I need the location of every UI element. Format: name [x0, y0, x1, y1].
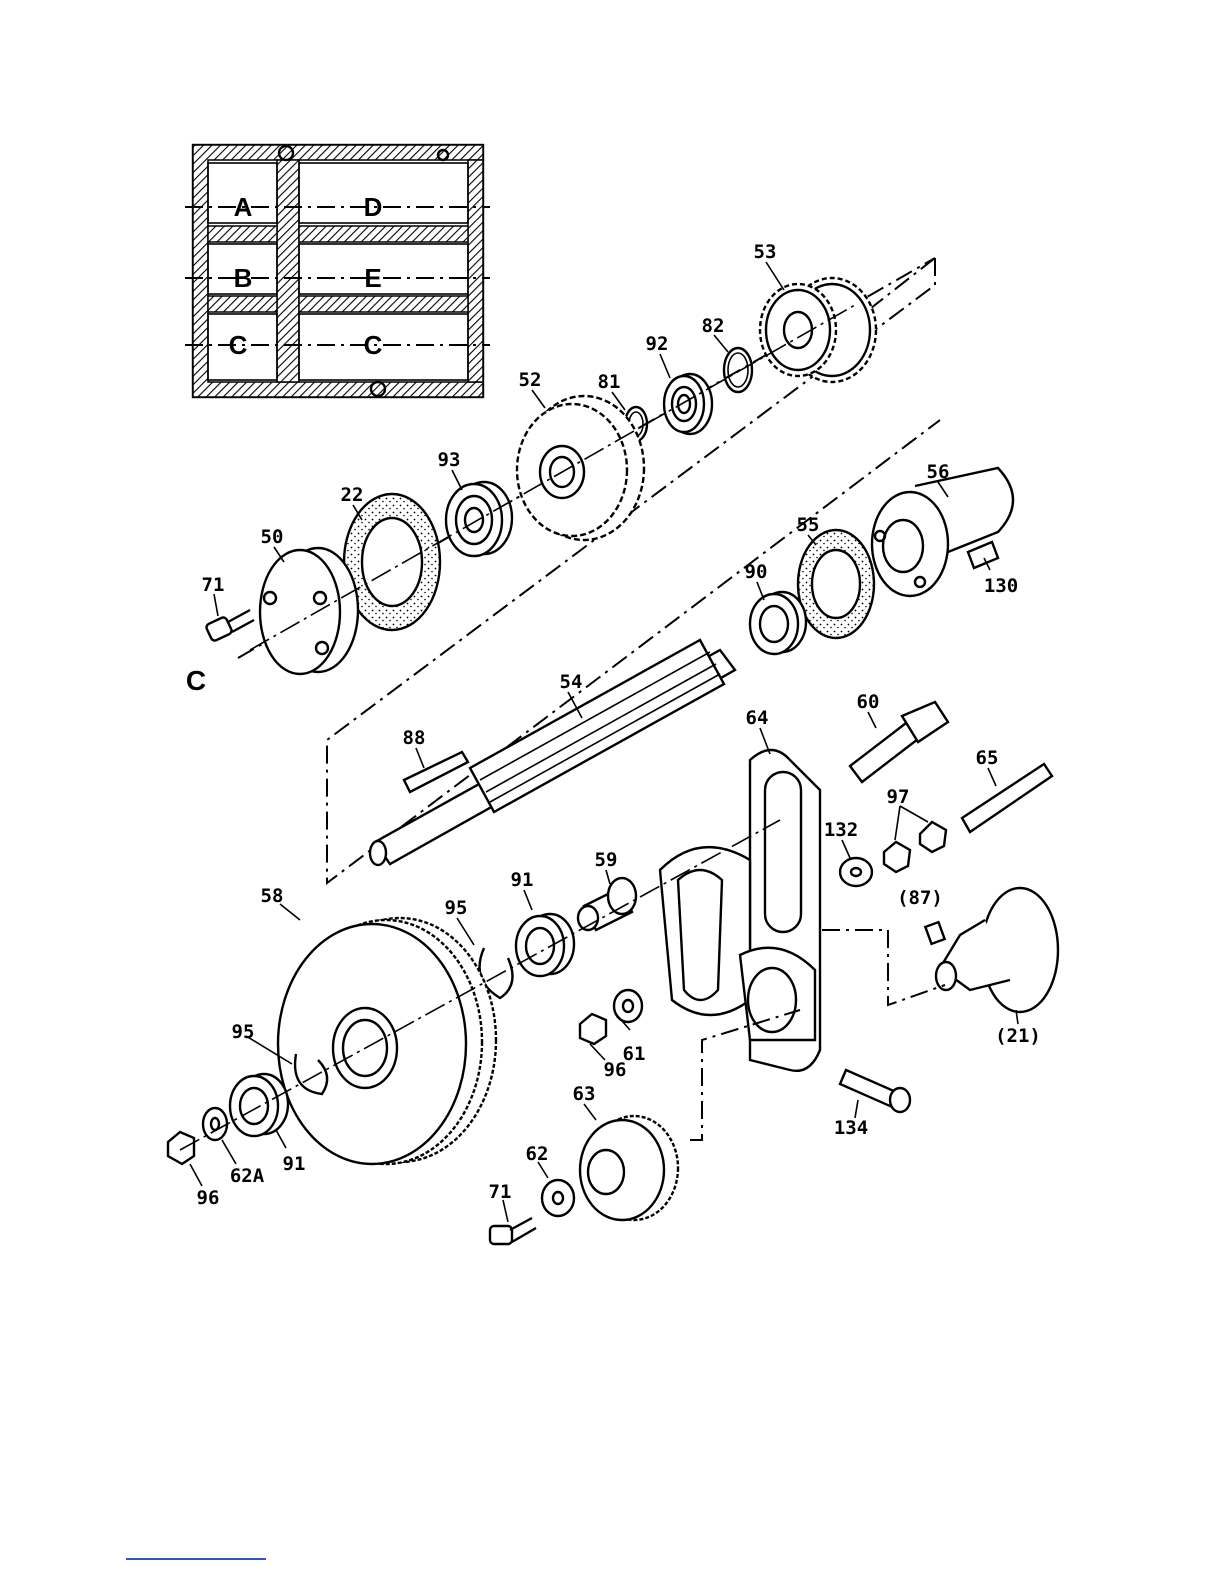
- callout-62: 62: [526, 1143, 549, 1165]
- callout-96-lower: 96: [197, 1187, 220, 1209]
- callout-62a: 62A: [230, 1165, 265, 1187]
- callout-130: 130: [984, 575, 1018, 597]
- nut-96-upper: [580, 1014, 606, 1044]
- screw-134: [840, 1070, 910, 1112]
- callout-82: 82: [702, 315, 725, 337]
- bracket-64: [660, 750, 820, 1071]
- gasket-55: [798, 530, 874, 638]
- callout-60: 60: [857, 691, 880, 713]
- bolt-60: [850, 702, 948, 782]
- callout-63: 63: [573, 1083, 596, 1105]
- rod-65: [962, 764, 1052, 832]
- section-label-d: D: [364, 192, 383, 222]
- callout-96-upper: 96: [604, 1059, 627, 1081]
- bearing-90: [750, 592, 806, 654]
- callout-71-top: 71: [202, 574, 225, 596]
- callout-91-lower: 91: [283, 1153, 306, 1175]
- callout-90: 90: [745, 561, 768, 583]
- callout-71-lower: 71: [489, 1181, 512, 1203]
- gear-52: [517, 396, 644, 540]
- nut-96-lower: [168, 1132, 194, 1164]
- screw-130: [968, 542, 998, 568]
- bearing-92: [664, 374, 712, 434]
- callout-81: 81: [598, 371, 621, 393]
- callout-50: 50: [261, 526, 284, 548]
- section-label-e: E: [364, 263, 381, 293]
- callout-132: 132: [824, 819, 858, 841]
- callout-88: 88: [403, 727, 426, 749]
- section-label-a: A: [234, 192, 253, 222]
- shaft-54: [370, 640, 735, 865]
- callout-54: 54: [560, 671, 583, 693]
- callout-91-upper: 91: [511, 869, 534, 891]
- screw-71-top: [205, 610, 254, 642]
- callout-52: 52: [519, 369, 542, 391]
- callout-53: 53: [754, 241, 777, 263]
- callout-64: 64: [746, 707, 769, 729]
- nuts-97: [884, 822, 946, 872]
- key-87: [925, 922, 944, 944]
- washer-62: [542, 1180, 574, 1216]
- bearing-91-lower: [230, 1074, 288, 1136]
- washer-132: [840, 858, 872, 886]
- section-label-c-right: C: [364, 330, 383, 360]
- washer-62a: [203, 1108, 227, 1140]
- callout-95-upper: 95: [445, 897, 468, 919]
- footer-rule: [126, 1558, 266, 1560]
- section-label-b: B: [234, 263, 253, 293]
- view-label-c: C: [186, 665, 206, 696]
- callout-21: (21): [995, 1025, 1041, 1047]
- section-label-c-left: C: [229, 330, 248, 360]
- callout-134: 134: [834, 1117, 868, 1139]
- callout-59: 59: [595, 849, 618, 871]
- gear-63: [580, 1116, 678, 1220]
- callout-56: 56: [927, 461, 950, 483]
- gear-58: [278, 918, 496, 1164]
- key-88: [404, 752, 468, 792]
- cover-50: [260, 548, 358, 674]
- callout-97: 97: [887, 786, 910, 808]
- callout-87: (87): [897, 887, 943, 909]
- gear-53: [760, 278, 876, 382]
- callout-92: 92: [646, 333, 669, 355]
- callout-58: 58: [261, 885, 284, 907]
- callout-95-lower: 95: [232, 1021, 255, 1043]
- callout-55: 55: [797, 514, 820, 536]
- gearbox-section-diagram: A D B E C C: [185, 145, 490, 397]
- hub-21: [936, 888, 1058, 1012]
- callout-22: 22: [341, 484, 364, 506]
- callout-65: 65: [976, 747, 999, 769]
- screw-71-lower: [490, 1218, 536, 1244]
- bearing-91-upper: [516, 914, 574, 976]
- callout-93: 93: [438, 449, 461, 471]
